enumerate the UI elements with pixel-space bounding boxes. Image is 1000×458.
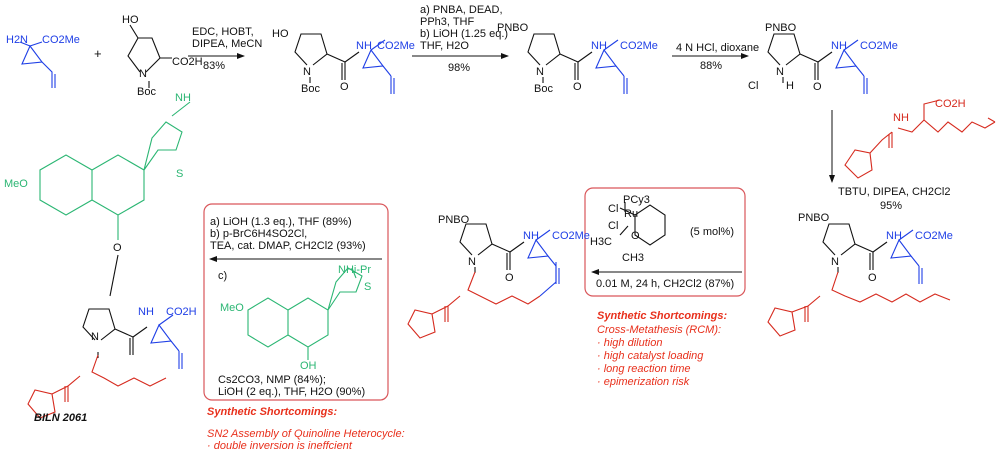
right-shortcomings-title: Synthetic Shortcomings:	[597, 310, 728, 322]
nh-label: NH	[886, 230, 902, 242]
final-steps-box	[203, 203, 389, 401]
nh-label: NH	[591, 40, 607, 52]
ester-label: CO2Me	[42, 34, 80, 46]
o-label: O	[505, 272, 514, 284]
plus-sign: +	[94, 46, 102, 61]
ester-label: CO2Me	[915, 230, 953, 242]
pnbo-label: PNBO	[497, 22, 529, 34]
boc-label: Boc	[301, 83, 320, 95]
nh-label: NH	[831, 40, 847, 52]
reaction-arrows	[188, 53, 835, 275]
step3-reagents: 4 N HCl, dioxane	[676, 42, 760, 54]
n-label: N	[776, 66, 784, 78]
pnbo-label: PNBO	[438, 214, 470, 226]
step4-reagents: TBTU, DIPEA, CH2Cl2	[838, 186, 951, 198]
boc-label: Boc	[534, 83, 553, 95]
catalyst-loading: (5 mol%)	[690, 226, 735, 238]
right-shortcomings-item: · high dilution	[597, 337, 663, 349]
left-shortcomings-subtitle: SN2 Assembly of Quinoline Heterocycle:	[207, 428, 405, 440]
pcy3-label: PCy3	[623, 194, 650, 206]
o-label: O	[813, 81, 822, 93]
hydroxy-label: OH	[300, 360, 317, 372]
ester-label: CO2Me	[552, 230, 590, 242]
methoxy-label: MeO	[220, 302, 244, 314]
nh-label: NH	[893, 112, 909, 124]
methoxy-label: MeO	[4, 178, 28, 190]
step3-yield: 88%	[700, 60, 723, 72]
left-shortcomings-title: Synthetic Shortcomings:	[207, 406, 338, 418]
step2-yield: 98%	[448, 62, 471, 74]
acid-label: CO2H	[172, 56, 203, 68]
cl-label: Cl	[608, 203, 619, 215]
hydroxy-label: HO	[272, 28, 289, 40]
methyl-label: H3C	[590, 236, 613, 248]
product-name: BILN 2061	[34, 412, 88, 424]
quinoline-thiazole	[39, 101, 191, 240]
ester-label: CO2Me	[377, 40, 415, 52]
o-label: O	[631, 230, 640, 242]
nh-label: NH	[138, 306, 154, 318]
o-label: O	[868, 272, 877, 284]
vinylcyclopropane-amine	[19, 41, 56, 88]
n-label: N	[139, 68, 147, 80]
rcm-conditions: 0.01 M, 24 h, CH2Cl2 (87%)	[596, 278, 735, 290]
nh-label: NH	[523, 230, 539, 242]
n-label: N	[91, 331, 99, 343]
sulfur-label: S	[176, 168, 184, 180]
final-steps-bottom: Cs2CO3, NMP (84%);LiOH (2 eq.), THF, H2O…	[218, 374, 366, 398]
methyl-label: CH3	[622, 252, 645, 264]
n-label: N	[303, 66, 311, 78]
sulfur-label: S	[364, 281, 372, 293]
hydroxyproline-boc	[127, 24, 172, 88]
ester-label: CO2Me	[860, 40, 898, 52]
amine-label: H2N	[6, 34, 29, 46]
chloride-label: Cl	[748, 80, 759, 92]
n-label: N	[536, 66, 544, 78]
carbamate-nonenoic-acid	[844, 99, 996, 179]
hydroxy-label: HO	[122, 14, 139, 26]
n-label: N	[468, 256, 476, 268]
acid-label: CO2H	[166, 306, 197, 318]
pnbo-label: PNBO	[798, 212, 830, 224]
boc-label: Boc	[137, 86, 156, 98]
right-shortcomings-item: · long reaction time	[597, 363, 691, 375]
pnbo-label: PNBO	[765, 22, 797, 34]
h-label: H	[786, 80, 794, 92]
nh-label: NH	[356, 40, 372, 52]
acid-label: CO2H	[935, 98, 966, 110]
nh-label: NH	[175, 92, 191, 104]
right-shortcomings-subtitle: Cross-Metathesis (RCM):	[597, 324, 722, 336]
nhipr-label: NHi-Pr	[338, 264, 371, 276]
o-label: O	[340, 81, 349, 93]
step-c-label: c)	[218, 270, 228, 282]
ester-label: CO2Me	[620, 40, 658, 52]
n-label: N	[831, 256, 839, 268]
hoveyda-grubbs-catalyst	[619, 202, 666, 246]
rcm-condition-box	[584, 187, 746, 297]
step1-yield: 83%	[203, 60, 226, 72]
o-label: O	[573, 81, 582, 93]
o-label: O	[113, 242, 122, 254]
right-shortcomings-item: · epimerization risk	[597, 376, 690, 388]
final-steps-top: a) LiOH (1.3 eq.), THF (89%)b) p-BrC6H4S…	[210, 216, 366, 252]
cl-label: Cl	[608, 220, 619, 232]
step1-reagents: EDC, HOBT,DIPEA, MeCN	[192, 26, 263, 50]
right-shortcomings-item: · high catalyst loading	[597, 350, 704, 362]
ru-label: Ru	[624, 208, 639, 220]
left-shortcomings-item: · double inversion is ineffcient	[207, 440, 352, 452]
step4-yield: 95%	[880, 200, 903, 212]
